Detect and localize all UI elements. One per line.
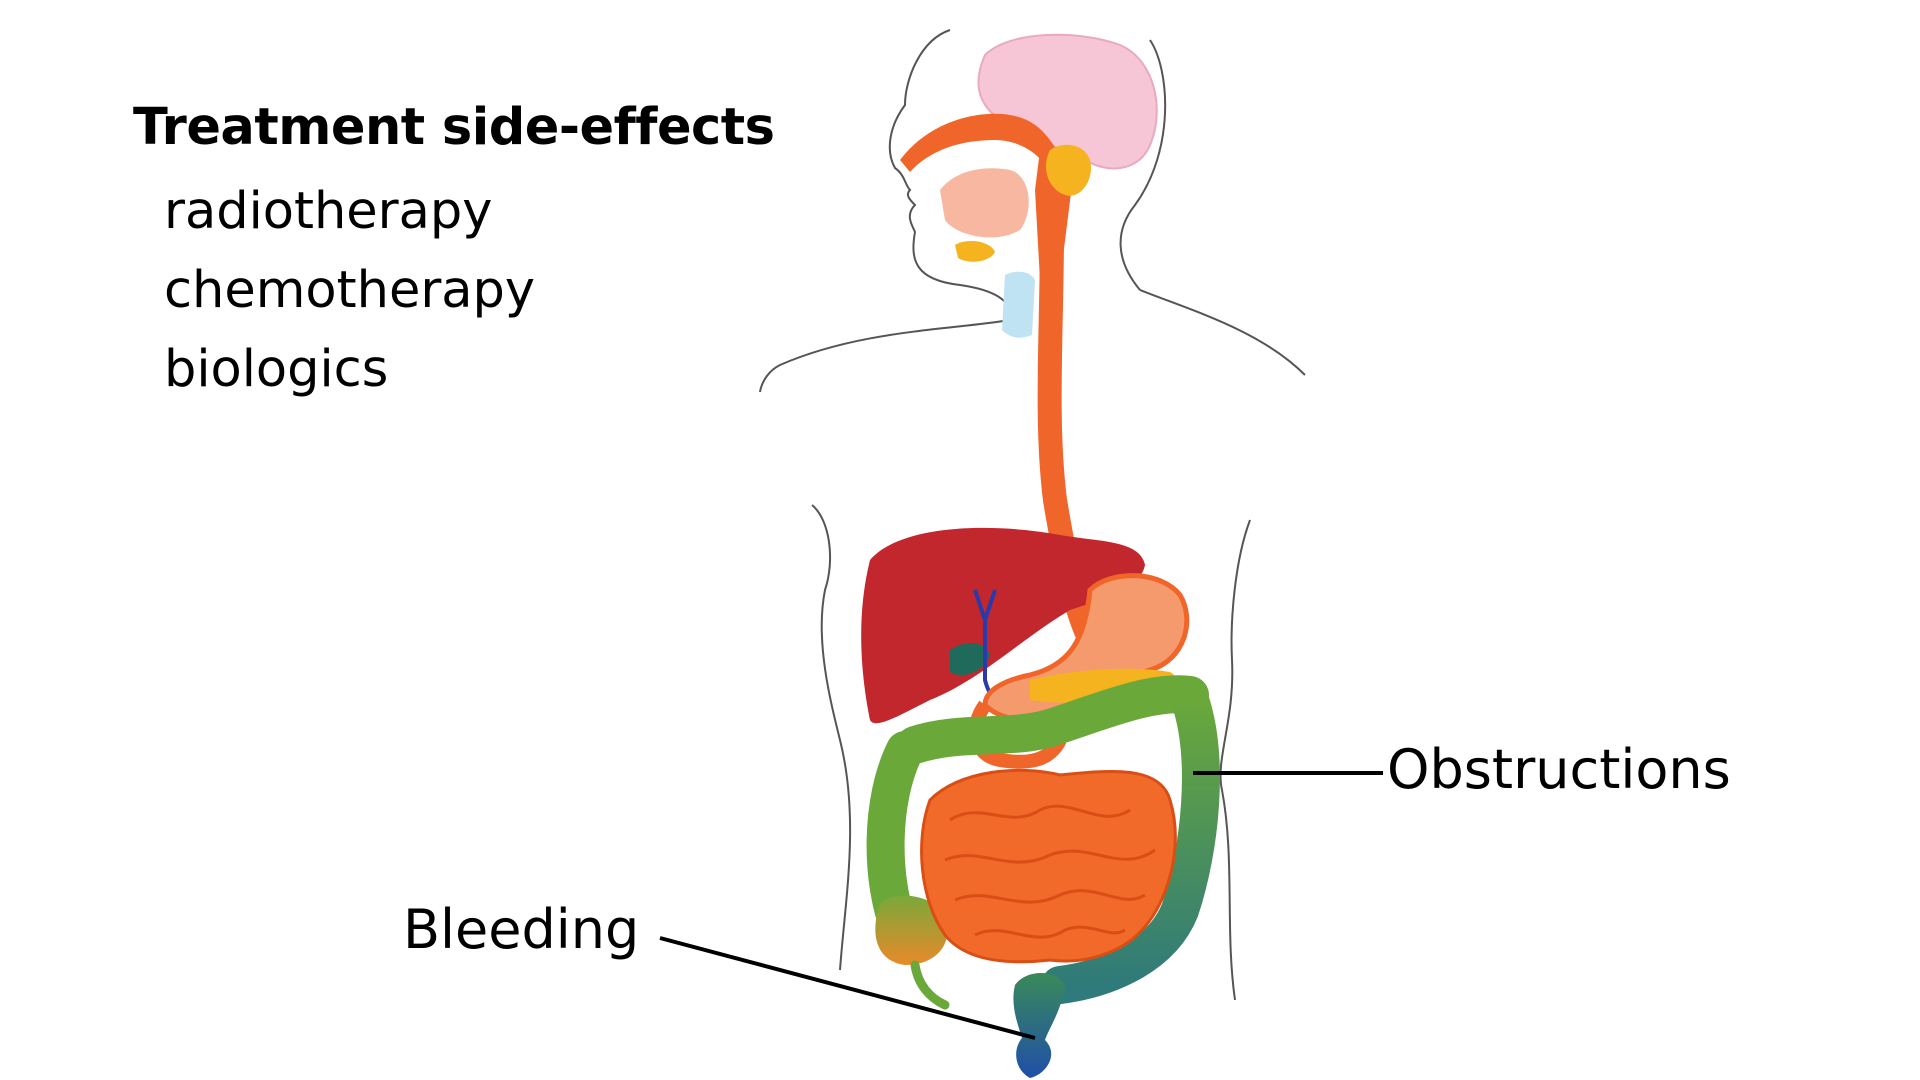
salivary-gland-upper: [1045, 144, 1091, 196]
nasal-passage: [900, 113, 1060, 172]
head-outline: [888, 29, 1016, 321]
cecum: [875, 895, 948, 965]
gallbladder: [950, 643, 990, 676]
trachea: [1002, 271, 1035, 338]
treatment-item: chemotherapy: [164, 261, 536, 320]
side-effects-title: Treatment side-effects: [133, 98, 775, 157]
shoulder-right: [1139, 289, 1306, 376]
body-outline: [759, 29, 1306, 1001]
obstructions-label: Obstructions: [1387, 738, 1731, 801]
salivary-gland-lower: [955, 240, 995, 262]
small-intestine: [920, 768, 1177, 964]
bleeding-leader-line: [659, 936, 1036, 1040]
appendix: [910, 960, 950, 1010]
bleeding-label: Bleeding: [403, 898, 640, 961]
treatment-list: radiotherapy chemotherapy biologics: [164, 172, 535, 409]
descending-colon: [1041, 681, 1220, 1004]
transverse-colon: [896, 675, 1209, 764]
neck-right: [1119, 39, 1167, 291]
torso-left: [811, 504, 852, 971]
rectum: [1013, 972, 1065, 1078]
treatment-item: radiotherapy: [164, 182, 493, 241]
liver: [861, 527, 1145, 724]
treatment-item: biologics: [164, 340, 389, 399]
shoulder-left: [759, 319, 1011, 393]
torso-right: [1219, 519, 1251, 1001]
oral-cavity: [940, 168, 1029, 238]
